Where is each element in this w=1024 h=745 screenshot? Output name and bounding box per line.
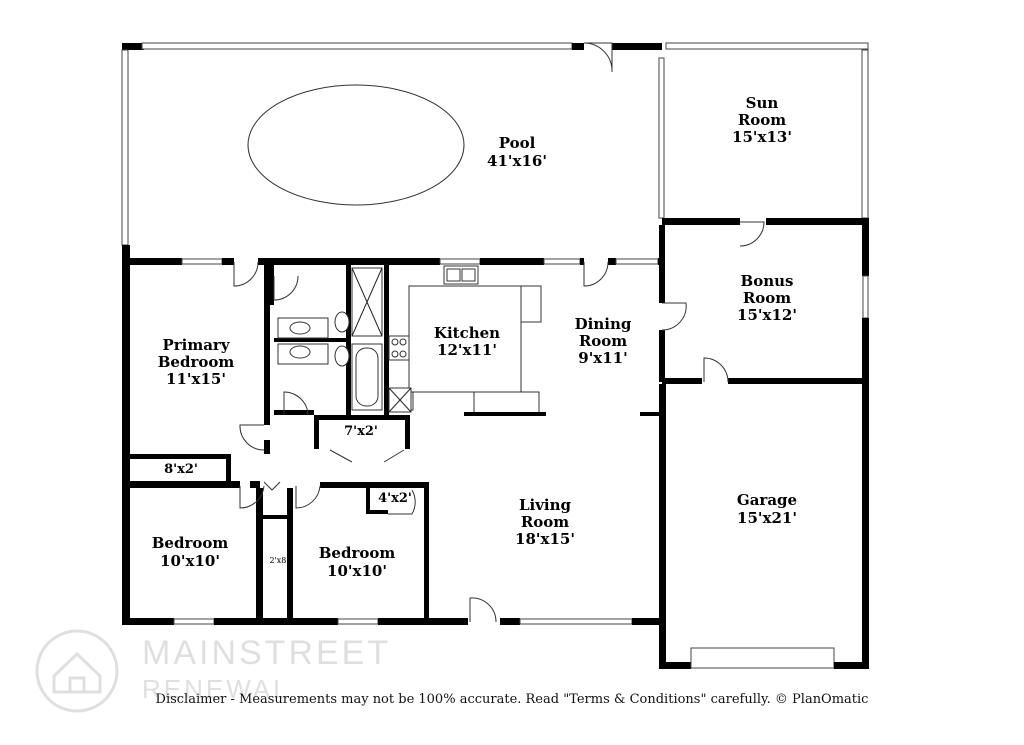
small-closet-size: 4'x2' xyxy=(378,491,412,506)
watermark-name: MAINSTREET xyxy=(142,634,392,672)
pool-name: Pool xyxy=(499,134,536,152)
kitchen-name: Kitchen xyxy=(434,324,500,342)
room-labels: Pool 41'x16' Sun Room 15'x13' Bonus Room… xyxy=(152,94,797,580)
living-room-name-1: Living xyxy=(519,496,572,514)
dining-room-name-2: Room xyxy=(579,332,627,350)
bedroom-mid-size: 10'x10' xyxy=(327,562,387,580)
narrow-closet-size: 2'x8' xyxy=(269,556,288,565)
kitchen-size: 12'x11' xyxy=(437,341,497,359)
bedroom-mid-name: Bedroom xyxy=(319,544,396,562)
pool-size: 41'x16' xyxy=(487,152,547,170)
garage-name: Garage xyxy=(737,491,797,509)
sun-room-name-2: Room xyxy=(738,111,786,129)
sun-room-name-1: Sun xyxy=(746,94,779,112)
bedroom-left-name: Bedroom xyxy=(152,534,229,552)
disclaimer-text: Disclaimer - Measurements may not be 100… xyxy=(155,692,869,707)
watermark-subname: RENEWAL xyxy=(142,674,291,704)
garage-size: 15'x21' xyxy=(737,509,797,527)
living-room-name-2: Room xyxy=(521,513,569,531)
interior-walls xyxy=(122,265,662,622)
bonus-room-name-1: Bonus xyxy=(741,272,794,290)
dining-room-name-1: Dining xyxy=(575,315,632,333)
bonus-room-name-2: Room xyxy=(743,289,791,307)
dining-room-size: 9'x11' xyxy=(578,349,627,367)
house-logo-icon xyxy=(35,629,119,713)
primary-bedroom-size: 11'x15' xyxy=(166,370,226,388)
watermark-logo: MAINSTREET RENEWAL xyxy=(32,626,412,716)
sun-room-size: 15'x13' xyxy=(732,128,792,146)
primary-closet-size: 8'x2' xyxy=(164,462,198,477)
living-room-size: 18'x15' xyxy=(515,530,575,548)
floor-plan: Pool 41'x16' Sun Room 15'x13' Bonus Room… xyxy=(121,42,869,669)
bonus-room-size: 15'x12' xyxy=(737,306,797,324)
exterior-walls xyxy=(121,42,869,669)
hall-closet-size: 7'x2' xyxy=(344,424,378,439)
doors xyxy=(233,42,765,623)
primary-bedroom-name-1: Primary xyxy=(162,336,230,354)
primary-bedroom-name-2: Bedroom xyxy=(158,353,235,371)
bedroom-left-size: 10'x10' xyxy=(160,552,220,570)
fixtures xyxy=(247,84,479,413)
